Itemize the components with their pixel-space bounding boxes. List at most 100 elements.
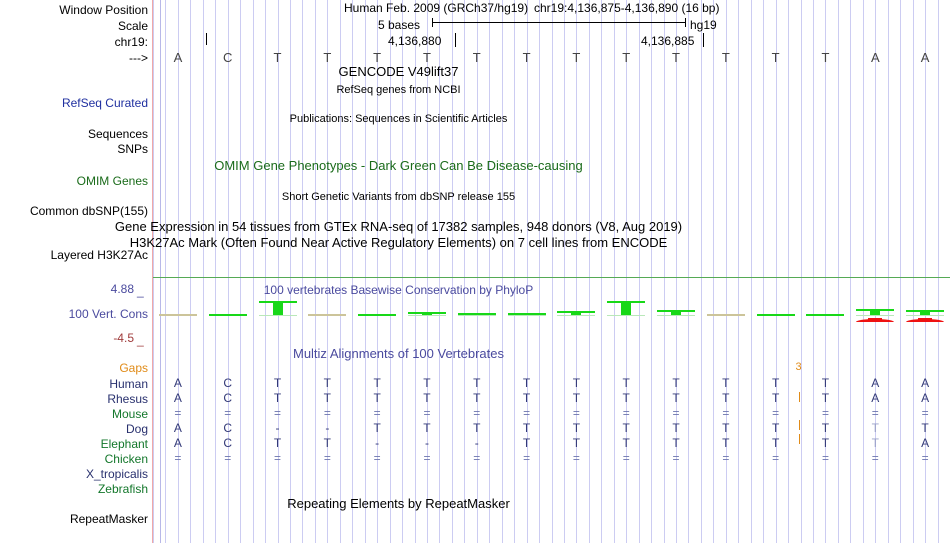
- side-label-column: Window Position Scale chr19: ---> RefSeq…: [0, 0, 152, 543]
- multiz-cell-elephant: T: [572, 436, 581, 450]
- side-label-mouse[interactable]: Mouse: [111, 407, 148, 421]
- gridline: [726, 0, 727, 543]
- side-label-snps[interactable]: SNPs: [117, 142, 148, 156]
- gridline: [913, 0, 914, 543]
- side-label-scale[interactable]: Scale: [117, 19, 148, 33]
- multiz-cell-rhesus: C: [223, 391, 233, 405]
- gap-tick: [798, 392, 800, 402]
- multiz-cell-mouse: =: [821, 406, 829, 420]
- gridline: [539, 0, 540, 543]
- side-label-refseq-curated[interactable]: RefSeq Curated: [61, 96, 148, 110]
- cons-bar[interactable]: [621, 301, 632, 315]
- sequence-base: A: [173, 50, 183, 65]
- gridline: [390, 0, 391, 543]
- side-label-x-tropicalis[interactable]: X_tropicalis: [85, 467, 148, 481]
- side-label-gaps[interactable]: Gaps: [119, 361, 148, 375]
- side-label-rhesus[interactable]: Rhesus: [107, 392, 148, 406]
- cons-zero-line: [856, 315, 895, 316]
- cons-bar-negative-tip: [918, 318, 933, 321]
- cons-bar[interactable]: [920, 310, 931, 315]
- cons-bar-cap: [208, 314, 247, 316]
- track-title-phylop: 100 vertebrates Basewise Conservation by…: [263, 283, 534, 297]
- track-title-repeatmasker: Repeating Elements by RepeatMasker: [287, 496, 510, 511]
- gridline: [813, 0, 814, 543]
- gridline: [302, 0, 303, 543]
- multiz-cell-human: T: [821, 376, 830, 390]
- side-label-omim-genes[interactable]: OMIM Genes: [76, 174, 148, 188]
- gridline: [240, 0, 241, 543]
- multiz-cell-human: T: [423, 376, 431, 390]
- multiz-cell-dog: T: [622, 421, 630, 435]
- gridline: [925, 0, 926, 543]
- multiz-cell-human: T: [672, 376, 680, 390]
- multiz-cell-dog: T: [871, 421, 879, 435]
- multiz-cell-chicken: =: [921, 451, 929, 465]
- side-label-layered-h3k27ac[interactable]: Layered H3K27Ac: [50, 248, 148, 262]
- cons-axis-max: 4.88: [110, 282, 134, 296]
- gridline: [290, 0, 291, 543]
- multiz-cell-elephant: T: [771, 436, 780, 450]
- cons-bar[interactable]: [222, 314, 233, 315]
- multiz-cell-mouse: =: [373, 406, 381, 420]
- gridline: [751, 0, 752, 543]
- cons-bar[interactable]: [471, 313, 482, 315]
- multiz-cell-dog: T: [373, 421, 381, 435]
- multiz-cell-rhesus: A: [921, 391, 930, 405]
- multiz-cell-dog: T: [473, 421, 481, 435]
- cons-bar[interactable]: [372, 314, 383, 315]
- gridline: [850, 0, 851, 543]
- cons-zero-line: [407, 315, 446, 316]
- gridline: [664, 0, 665, 543]
- side-label-sequences[interactable]: Sequences: [87, 127, 148, 141]
- cons-bar[interactable]: [521, 313, 532, 315]
- track-data-area[interactable]: [153, 0, 950, 543]
- cons-bar-flat: [308, 314, 347, 316]
- multiz-cell-rhesus: T: [722, 391, 730, 405]
- side-label-common-dbsnp[interactable]: Common dbSNP(155): [29, 204, 148, 218]
- multiz-cell-rhesus: A: [871, 391, 880, 405]
- multiz-cell-elephant: -: [474, 436, 479, 450]
- multiz-cell-elephant: T: [522, 436, 531, 450]
- gridline: [165, 0, 166, 543]
- gridline: [178, 0, 179, 543]
- cons-bar[interactable]: [421, 312, 432, 315]
- multiz-cell-elephant: -: [424, 436, 429, 450]
- side-label-elephant[interactable]: Elephant: [100, 437, 148, 451]
- cons-bar[interactable]: [770, 314, 781, 315]
- multiz-cell-human: T: [273, 376, 282, 390]
- cons-bar[interactable]: [272, 301, 283, 315]
- multiz-cell-chicken: =: [323, 451, 331, 465]
- side-label-zebrafish[interactable]: Zebrafish: [97, 482, 148, 496]
- cons-bar[interactable]: [571, 311, 582, 315]
- multiz-cell-elephant: -: [375, 436, 380, 450]
- side-label-window-position[interactable]: Window Position: [59, 3, 148, 17]
- side-label-dog[interactable]: Dog: [125, 422, 148, 436]
- gridline: [738, 0, 739, 543]
- side-label-vert-cons[interactable]: 100 Vert. Cons: [68, 307, 148, 321]
- cons-bar[interactable]: [820, 314, 831, 315]
- cons-bar[interactable]: [671, 310, 682, 315]
- gridline: [464, 0, 465, 543]
- multiz-cell-rhesus: T: [622, 391, 630, 405]
- gridline: [452, 0, 453, 543]
- multiz-cell-rhesus: T: [323, 391, 332, 405]
- gridline: [601, 0, 602, 543]
- multiz-cell-chicken: =: [772, 451, 780, 465]
- gridline: [626, 0, 627, 543]
- side-label-strand[interactable]: --->: [129, 51, 148, 65]
- multiz-cell-dog: T: [522, 421, 531, 435]
- side-label-human[interactable]: Human: [109, 377, 148, 391]
- side-label-chicken[interactable]: Chicken: [104, 452, 148, 466]
- gridline: [838, 0, 839, 543]
- side-label-repeatmasker[interactable]: RepeatMasker: [69, 512, 148, 526]
- sequence-base: T: [522, 50, 531, 65]
- gridline: [153, 0, 154, 543]
- gridline: [215, 0, 216, 543]
- phylop-conservation-track[interactable]: [153, 277, 950, 339]
- multiz-cell-rhesus: T: [522, 391, 531, 405]
- gridline: [863, 0, 864, 543]
- cons-bar[interactable]: [870, 309, 881, 315]
- multiz-cell-chicken: =: [423, 451, 431, 465]
- side-label-chrom[interactable]: chr19:: [114, 35, 148, 49]
